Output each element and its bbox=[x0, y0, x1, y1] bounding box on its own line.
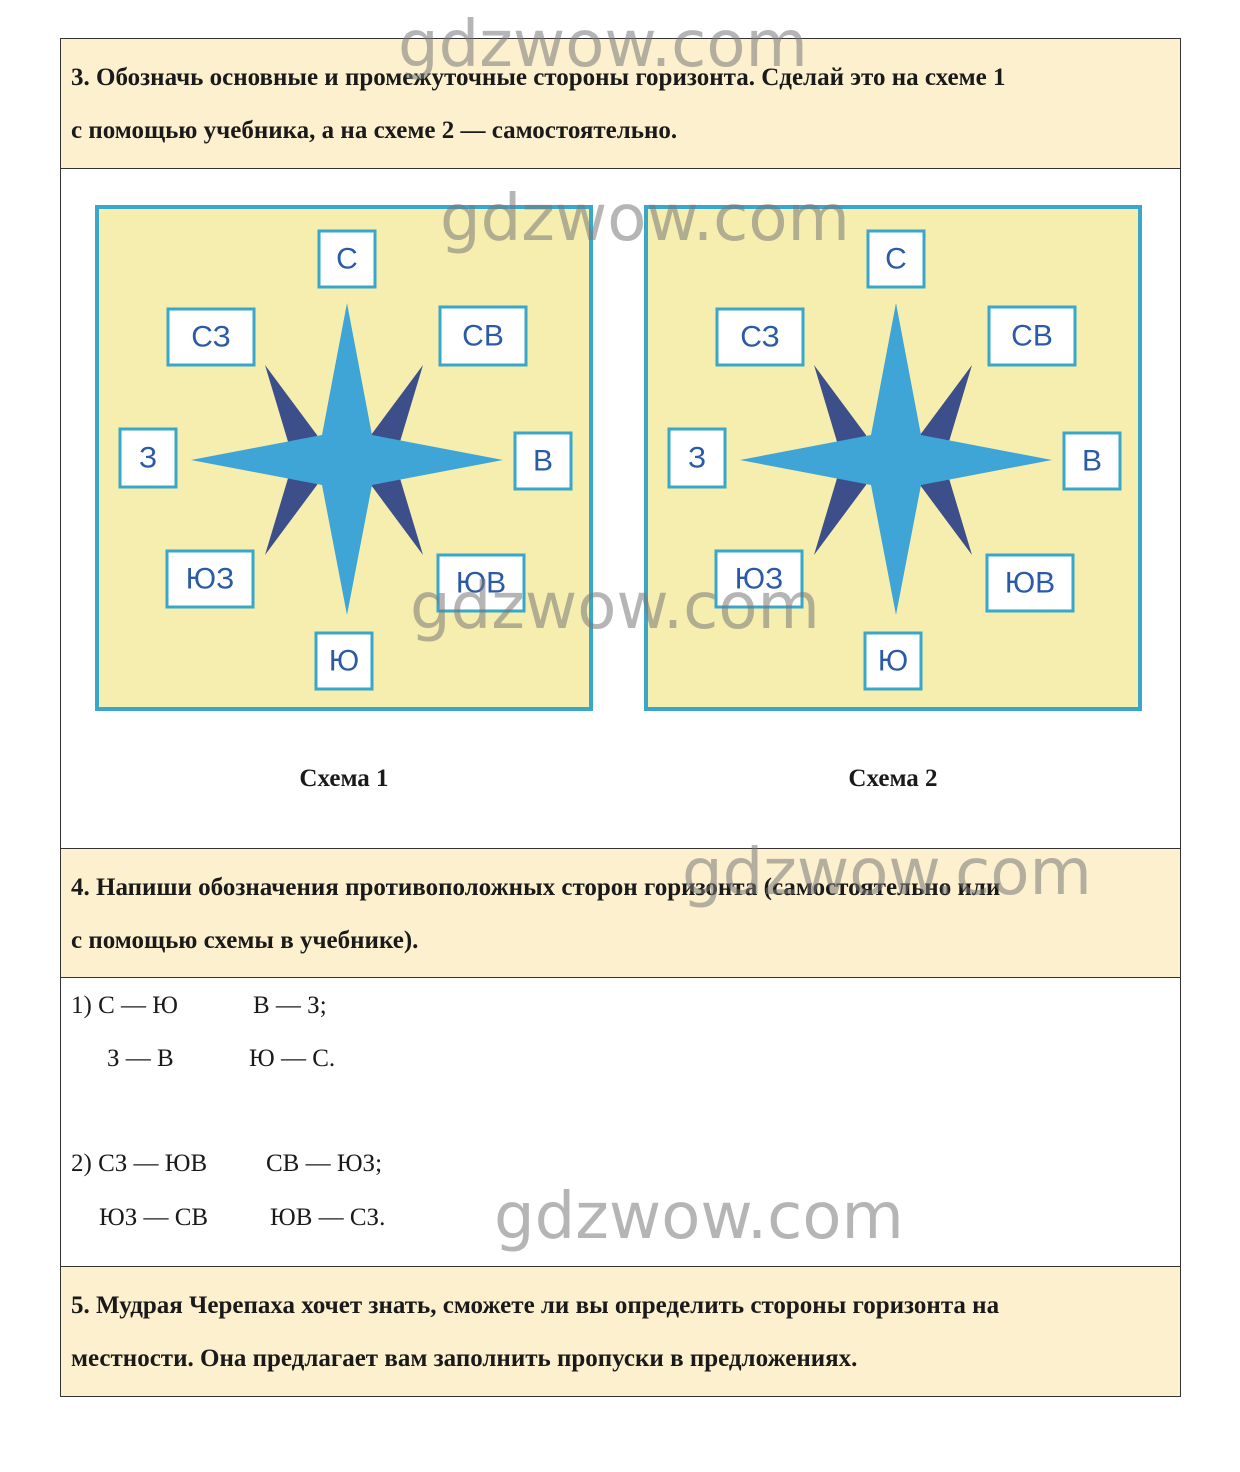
answer-line: 1) С — Ю bbox=[71, 992, 178, 1019]
task-5: 5. Мудрая Черепаха хочет знать, сможете … bbox=[60, 1267, 1181, 1397]
task-5-line-2: местности. Она предлагает вам заполнить … bbox=[71, 1345, 858, 1372]
task-4-line-1: 4. Напиши обозначения противоположных ст… bbox=[71, 874, 1001, 901]
label-w: З bbox=[688, 442, 706, 475]
task-4: 4. Напиши обозначения противоположных ст… bbox=[60, 849, 1181, 978]
answer-line: В — З; bbox=[253, 992, 327, 1019]
answer-line: СВ — ЮЗ; bbox=[266, 1150, 383, 1177]
task-3-line-2: с помощью учебника, а на схеме 2 — самос… bbox=[71, 117, 678, 144]
caption-scheme-1: Схема 1 bbox=[299, 765, 389, 792]
label-se: ЮВ bbox=[456, 567, 506, 600]
task-3: 3. Обозначь основные и промежуточные сто… bbox=[60, 38, 1181, 169]
label-se: ЮВ bbox=[1005, 567, 1055, 600]
label-e: В bbox=[1082, 445, 1102, 478]
label-w: З bbox=[139, 442, 157, 475]
answer-line: З — В bbox=[107, 1045, 174, 1072]
label-sw: ЮЗ bbox=[186, 563, 234, 596]
schemes-row: С СЗ СВ З В ЮЗ ЮВ Ю С СЗ СВ З В ЮЗ ЮВ Ю bbox=[60, 169, 1181, 849]
label-s: Ю bbox=[878, 645, 908, 678]
answer-line: ЮВ — СЗ. bbox=[270, 1204, 386, 1231]
label-nw: СЗ bbox=[740, 321, 779, 354]
compass-scheme-1: С СЗ СВ З В ЮЗ ЮВ Ю bbox=[95, 205, 593, 711]
caption-scheme-2: Схема 2 bbox=[848, 765, 938, 792]
label-sw: ЮЗ bbox=[735, 563, 783, 596]
answer-line: Ю — С. bbox=[249, 1045, 336, 1072]
task-4-line-2: с помощью схемы в учебнике). bbox=[71, 927, 419, 954]
label-ne: СВ bbox=[462, 320, 504, 353]
label-nw: СЗ bbox=[191, 321, 230, 354]
label-n: С bbox=[336, 243, 358, 276]
worksheet: 3. Обозначь основные и промежуточные сто… bbox=[60, 38, 1181, 1397]
label-ne: СВ bbox=[1011, 320, 1053, 353]
answer-line: 2) СЗ — ЮВ bbox=[71, 1150, 208, 1177]
answer-line: ЮЗ — СВ bbox=[99, 1204, 209, 1231]
task-5-line-1: 5. Мудрая Черепаха хочет знать, сможете … bbox=[71, 1292, 1000, 1319]
answer-4: 1) С — Ю В — З; З — В Ю — С. 2) СЗ — ЮВ … bbox=[60, 978, 1181, 1267]
label-e: В bbox=[533, 445, 553, 478]
label-s: Ю bbox=[329, 645, 359, 678]
label-n: С bbox=[885, 243, 907, 276]
compass-scheme-2: С СЗ СВ З В ЮЗ ЮВ Ю bbox=[644, 205, 1142, 711]
task-3-line-1: 3. Обозначь основные и промежуточные сто… bbox=[71, 64, 1006, 91]
